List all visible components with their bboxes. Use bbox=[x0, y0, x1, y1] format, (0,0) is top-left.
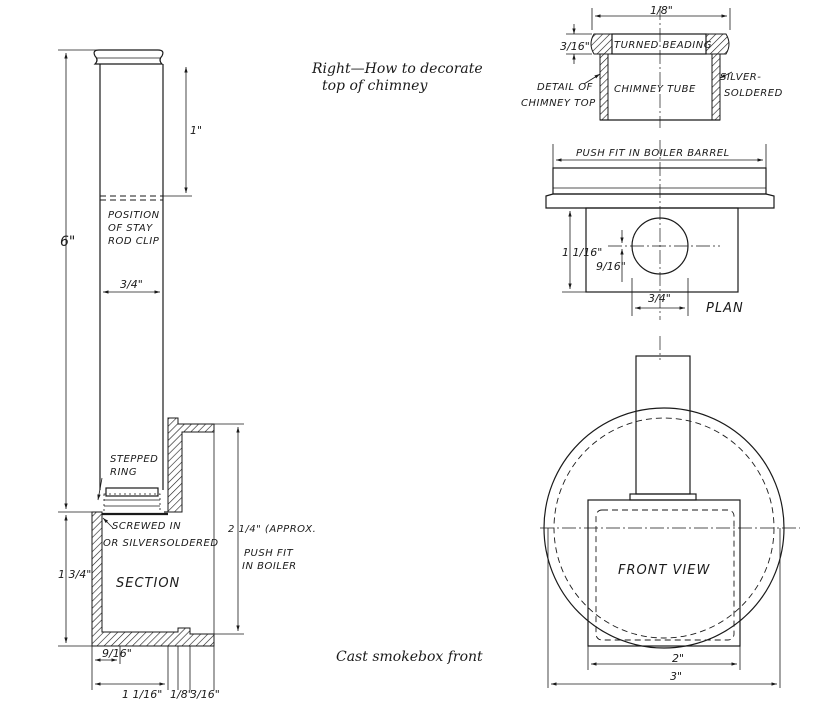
dim-1-1-16-label: 1 1/16" bbox=[122, 688, 162, 701]
caption-bottom: Cast smokebox front bbox=[336, 649, 483, 665]
approx-label-2: PUSH FIT bbox=[244, 548, 294, 559]
overall-height-label: 6" bbox=[60, 234, 75, 250]
dim-1-8-label: 1/8" bbox=[170, 688, 193, 701]
detail-view: 1/8" 3/16" TURNED BEADING CHIMNEY TUBE D… bbox=[521, 4, 783, 128]
dim-9-16-label: 9/16" bbox=[102, 647, 132, 660]
approx-label-1: 2 1/4" (APPROX. bbox=[228, 524, 316, 535]
dim-3-16-label: 3/16" bbox=[190, 688, 220, 701]
front-view: FRONT VIEW 2" 3" bbox=[540, 336, 800, 688]
smokebox-wall bbox=[91, 511, 215, 647]
chimney-tube-label: CHIMNEY TUBE bbox=[614, 84, 696, 95]
plan-box bbox=[585, 207, 739, 293]
front-outer-width: 3" bbox=[670, 670, 682, 683]
detail-label-1: DETAIL OF bbox=[537, 82, 593, 93]
plan-tube-dim: 3/4" bbox=[648, 292, 671, 305]
front-view-label: FRONT VIEW bbox=[618, 563, 710, 578]
stepped-label-2: RING bbox=[110, 467, 137, 478]
caption-right-line1: Right—How to decorate bbox=[311, 61, 483, 77]
silversoldered-label: OR SILVERSOLDERED bbox=[103, 538, 219, 549]
plan-view: PUSH FIT IN BOILER BARREL 1 1/16" 9/16" … bbox=[545, 140, 775, 320]
silver-label-2: SOLDERED bbox=[724, 88, 783, 99]
top-dim-label: 1" bbox=[190, 124, 202, 137]
silver-label-1: SILVER- bbox=[720, 72, 761, 83]
front-inner-width: 2" bbox=[672, 652, 684, 665]
section-label: SECTION bbox=[116, 576, 180, 591]
smokebox-top-flange bbox=[167, 417, 215, 513]
caption-right-line2: top of chimney bbox=[322, 78, 428, 94]
plan-height-dim: 1 1/16" bbox=[562, 246, 602, 259]
stepped-label-1: STEPPED bbox=[110, 454, 158, 465]
push-fit-label: PUSH FIT IN BOILER BARREL bbox=[576, 148, 730, 159]
front-chimney bbox=[635, 355, 691, 495]
front-plate bbox=[587, 499, 741, 647]
position-label-2: OF STAY bbox=[108, 223, 153, 234]
approx-label-3: IN BOILER bbox=[242, 561, 297, 572]
turned-beading-label: TURNED BEADING bbox=[614, 40, 712, 51]
plan-inner-dim: 9/16" bbox=[596, 260, 626, 273]
plan-label: PLAN bbox=[706, 301, 744, 316]
screwed-label: SCREWED IN bbox=[112, 521, 181, 532]
position-label-3: ROD CLIP bbox=[108, 236, 160, 247]
position-label-1: POSITION bbox=[108, 210, 160, 221]
stepped-ring bbox=[96, 487, 168, 516]
chimney-beading bbox=[93, 49, 164, 65]
detail-label-2: CHIMNEY TOP bbox=[521, 98, 596, 109]
tube-dia-label: 3/4" bbox=[120, 278, 143, 291]
detail-side-dim: 3/16" bbox=[560, 40, 590, 53]
detail-top-dim: 1/8" bbox=[650, 4, 673, 17]
smokebox-height-label: 1 3/4" bbox=[58, 568, 91, 581]
section-view: 6" 1" POSITION OF STAY ROD CLIP 3/4" STE… bbox=[58, 49, 316, 701]
